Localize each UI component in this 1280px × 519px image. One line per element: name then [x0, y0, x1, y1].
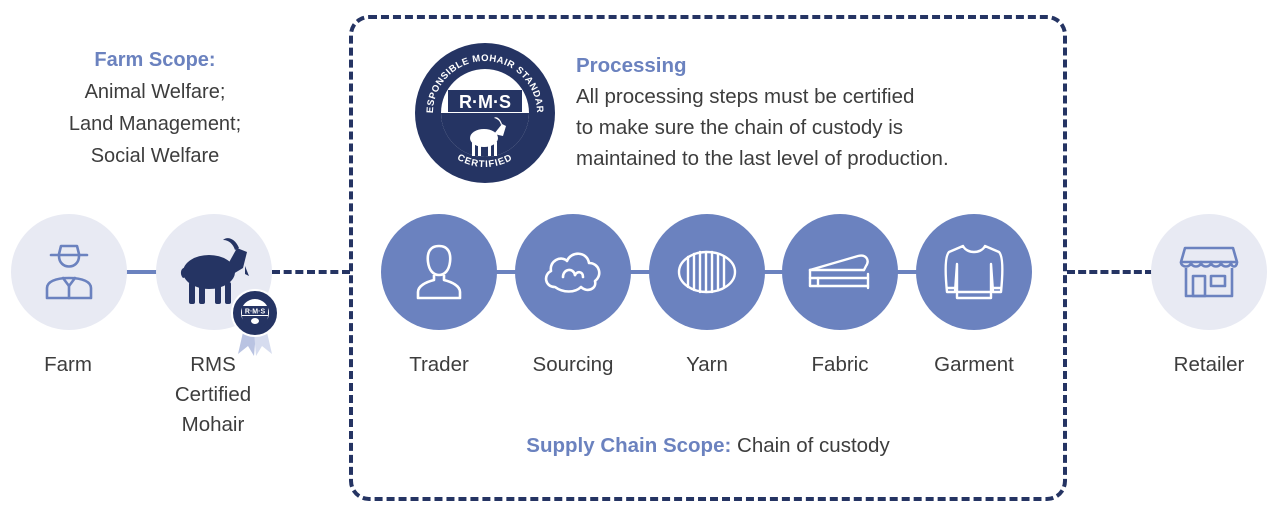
fabric-label: Fabric	[811, 353, 869, 376]
label-line: Certified	[174, 383, 252, 406]
farm-node	[11, 214, 127, 330]
rms-badge: R·M·S	[230, 288, 280, 358]
farm-scope-line: Land Management;	[68, 113, 242, 135]
supply-chain-title: Supply Chain Scope:	[526, 434, 732, 457]
yarn-ball-icon	[677, 250, 737, 294]
connector	[495, 270, 517, 274]
goat-icon	[180, 238, 249, 304]
connector	[762, 270, 784, 274]
farm-scope-line: Social Welfare	[90, 145, 220, 167]
connector-garment-retailer	[1067, 270, 1153, 274]
connector	[629, 270, 651, 274]
processing-line: maintained to the last level of producti…	[576, 147, 949, 170]
label-line: RMS	[190, 353, 236, 376]
yarn-label: Yarn	[686, 353, 728, 376]
fabric-roll-icon	[808, 254, 870, 290]
store-icon	[1179, 246, 1239, 298]
fabric-node	[782, 214, 898, 330]
farm-label: Farm	[44, 353, 92, 376]
supply-chain-text: Chain of custody	[731, 434, 890, 457]
processing-line: All processing steps must be certified	[576, 85, 915, 108]
connector	[896, 270, 918, 274]
rms-certified-logo: R·M·S RESPONSIBLE MOHAIR STANDARD CERTIF…	[410, 34, 556, 184]
rms-certified-mohair-label: RMS Certified Mohair	[133, 350, 293, 440]
trader-label: Trader	[409, 353, 469, 376]
person-icon	[416, 244, 462, 300]
yarn-node	[649, 214, 765, 330]
trader-node	[381, 214, 497, 330]
retailer-label: Retailer	[1173, 353, 1245, 376]
retailer-node	[1151, 214, 1267, 330]
sweater-icon	[944, 244, 1004, 300]
sourcing-node	[515, 214, 631, 330]
sourcing-label: Sourcing	[532, 353, 614, 376]
connector-rms-trader	[272, 270, 350, 274]
processing-text: Processing All processing steps must be …	[576, 50, 1046, 174]
farm-scope-line: Animal Welfare;	[84, 81, 226, 103]
logo-initials: R·M·S	[459, 92, 511, 112]
farm-scope-text: Farm Scope: Animal Welfare; Land Managem…	[20, 44, 290, 172]
badge-initials: R·M·S	[245, 309, 266, 316]
label-line: Mohair	[181, 413, 245, 436]
supply-chain-scope: Supply Chain Scope: Chain of custody	[349, 434, 1067, 458]
processing-title: Processing	[576, 54, 687, 77]
cotton-cloud-icon	[544, 252, 601, 293]
processing-scope-box	[349, 15, 1067, 501]
processing-line: to make sure the chain of custody is	[576, 116, 904, 139]
farm-scope-title: Farm Scope:	[94, 49, 216, 71]
farmer-icon	[45, 244, 93, 300]
garment-label: Garment	[934, 353, 1014, 376]
garment-node	[916, 214, 1032, 330]
connector-farm-rms	[125, 270, 159, 274]
